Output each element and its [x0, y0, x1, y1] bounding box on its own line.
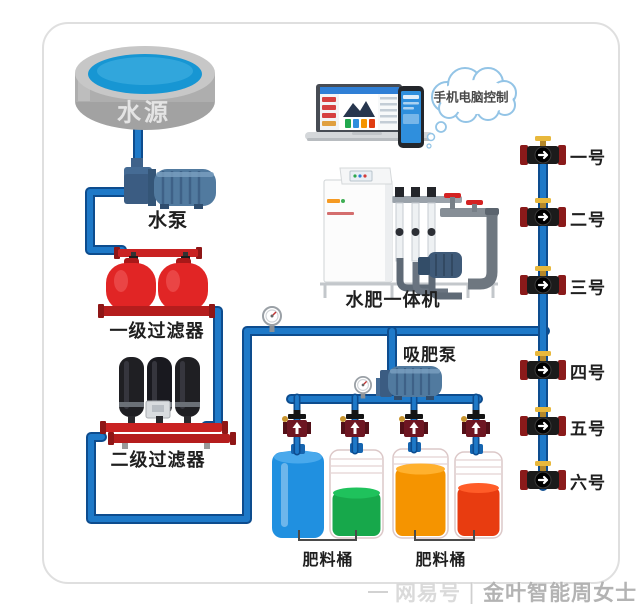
watermark-separator: |: [468, 580, 477, 604]
zone-valve-5-icon: [520, 407, 566, 436]
barrel-group-left-label: 肥料桶: [302, 550, 354, 569]
pressure-gauge-pump-icon: [353, 375, 373, 399]
zone-valves: [520, 136, 566, 490]
barrel-valve-icon: [399, 410, 428, 437]
zone-valve-1-icon: [520, 136, 566, 165]
barrel-red: [454, 444, 503, 539]
zone-valve-2-icon: [520, 198, 566, 227]
suction-pump-graphic: [376, 366, 442, 400]
zone-3-label: 三号: [570, 278, 606, 299]
watermark: 网易号 | 金叶智能周女士: [368, 577, 637, 607]
watermark-dash: [368, 591, 388, 593]
primary-filter-label: 一级过滤器: [109, 321, 205, 342]
barrel-orange: [392, 442, 449, 539]
pressure-gauge-main-icon: [262, 306, 282, 332]
zone-1-label: 一号: [570, 148, 606, 169]
water-pump-graphic: [124, 158, 216, 209]
barrel-red-liquid: [457, 487, 500, 536]
zone-valve-4-icon: [520, 351, 566, 380]
zone-valve-3-icon: [520, 266, 566, 295]
barrel-group-right-label: 肥料桶: [415, 550, 467, 569]
barrel-valve-icon: [340, 410, 369, 437]
water-pump-label: 水泵: [147, 209, 189, 232]
watermark-source: 网易号: [395, 581, 461, 605]
fertigation-machine-graphic: [320, 167, 499, 300]
water-source-label: 水源: [117, 98, 171, 127]
machine-label: 水肥一体机: [345, 290, 441, 311]
barrel-group-brackets: [298, 530, 475, 541]
phone-graphic: [398, 86, 424, 148]
barrel-blue: [272, 444, 324, 538]
barrel-blue-body: [272, 452, 324, 538]
barrel-valve-icon: [461, 410, 490, 437]
zone-2-label: 二号: [570, 210, 606, 231]
water-tank-graphic: [75, 46, 215, 130]
secondary-filter-graphic: [100, 357, 236, 449]
cloud-control-label: 手机电脑控制: [433, 89, 509, 105]
secondary-filter-label: 二级过滤器: [110, 450, 206, 471]
barrel-valve-icon: [282, 410, 311, 437]
cloud-bubble-icon: [426, 67, 517, 149]
zone-valve-6-icon: [520, 461, 566, 490]
suction-pump-label: 吸肥泵: [403, 345, 457, 366]
barrel-green-liquid: [332, 492, 381, 536]
zone-6-label: 六号: [570, 473, 606, 494]
primary-filter-graphic: [98, 247, 215, 318]
barrel-green: [329, 443, 384, 539]
watermark-author: 金叶智能周女士: [483, 581, 638, 605]
fertilizer-barrels: [272, 434, 503, 539]
barrel-valves: [282, 410, 490, 437]
barrel-orange-liquid: [395, 468, 446, 536]
zone-5-label: 五号: [570, 419, 606, 440]
zone-4-label: 四号: [570, 363, 606, 384]
